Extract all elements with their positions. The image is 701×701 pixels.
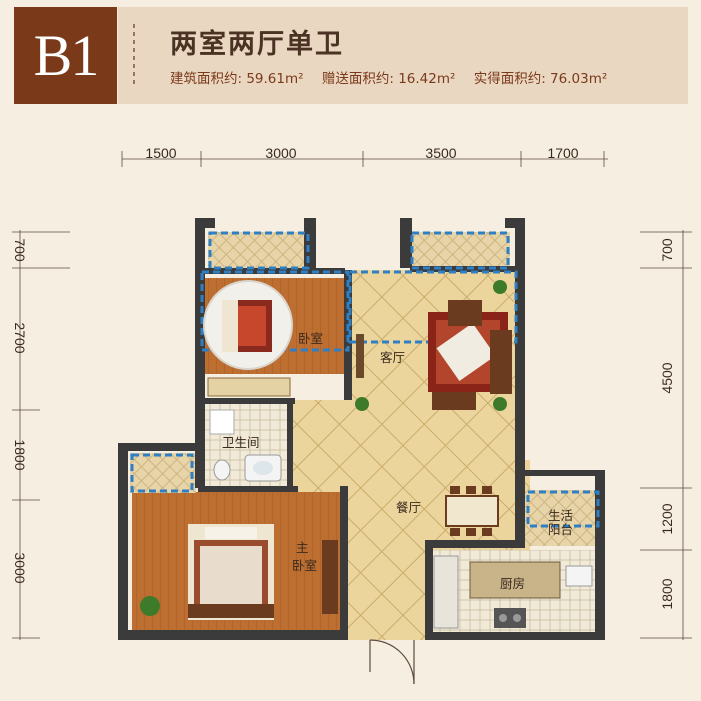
- actual-area: 实得面积约: 76.03m²: [473, 71, 608, 87]
- room-label-living: 客厅: [380, 350, 405, 365]
- gift-area: 赠送面积约: 16.42m²: [321, 71, 456, 87]
- area-info: 建筑面积约: 59.61m² 赠送面积约: 16.42m² 实得面积约: 76.…: [170, 67, 621, 87]
- master-bedroom-furniture: [140, 524, 338, 620]
- kitchen-fixtures: [433, 555, 593, 629]
- room-label-bathroom: 卫生间: [222, 435, 260, 450]
- dim-right-3: 1200: [659, 503, 675, 534]
- dim-right-4: 1800: [659, 578, 675, 609]
- room-label-kitchen: 厨房: [500, 576, 525, 591]
- header-divider: [133, 24, 135, 88]
- room-label-balcony-2: 阳台: [548, 522, 573, 537]
- dim-left-1: 700: [12, 238, 28, 262]
- dim-left-4: 3000: [12, 552, 28, 583]
- layout-title: 两室两厅单卫: [170, 29, 344, 60]
- master-balcony-floor: [130, 453, 196, 493]
- dim-left-2: 2700: [12, 322, 28, 353]
- utility-balcony-floor: [524, 490, 600, 546]
- bedroom-furniture: [203, 280, 293, 397]
- bathroom-fixtures: [209, 409, 282, 482]
- room-label-dining: 餐厅: [396, 500, 421, 515]
- entry-door[interactable]: [369, 639, 415, 685]
- header-bar: [118, 7, 688, 104]
- room-label-master-2: 卧室: [292, 558, 317, 573]
- living-room-furniture: [355, 280, 512, 411]
- room-label-bedroom: 卧室: [298, 331, 323, 346]
- unit-badge: B1: [14, 7, 117, 104]
- dim-right-1: 700: [659, 238, 675, 262]
- dim-top-1: 1500: [145, 145, 176, 161]
- dimension-lines: [12, 151, 692, 640]
- dining-table: [445, 486, 499, 536]
- dim-top-4: 1700: [547, 145, 578, 161]
- room-label-master-1: 主: [296, 540, 309, 555]
- plan-header: B1 两室两厅单卫 建筑面积约: 59.61m² 赠送面积约: 16.42m² …: [0, 0, 701, 106]
- dim-right-2: 4500: [659, 362, 675, 393]
- living-balcony-floor: [410, 232, 510, 270]
- room-label-balcony-1: 生活: [548, 508, 573, 523]
- build-area: 建筑面积约: 59.61m²: [170, 71, 304, 87]
- dim-top-2: 3000: [265, 145, 296, 161]
- dim-top-3: 3500: [425, 145, 456, 161]
- dim-left-3: 1800: [12, 439, 28, 470]
- bedroom-balcony-floor: [208, 232, 310, 270]
